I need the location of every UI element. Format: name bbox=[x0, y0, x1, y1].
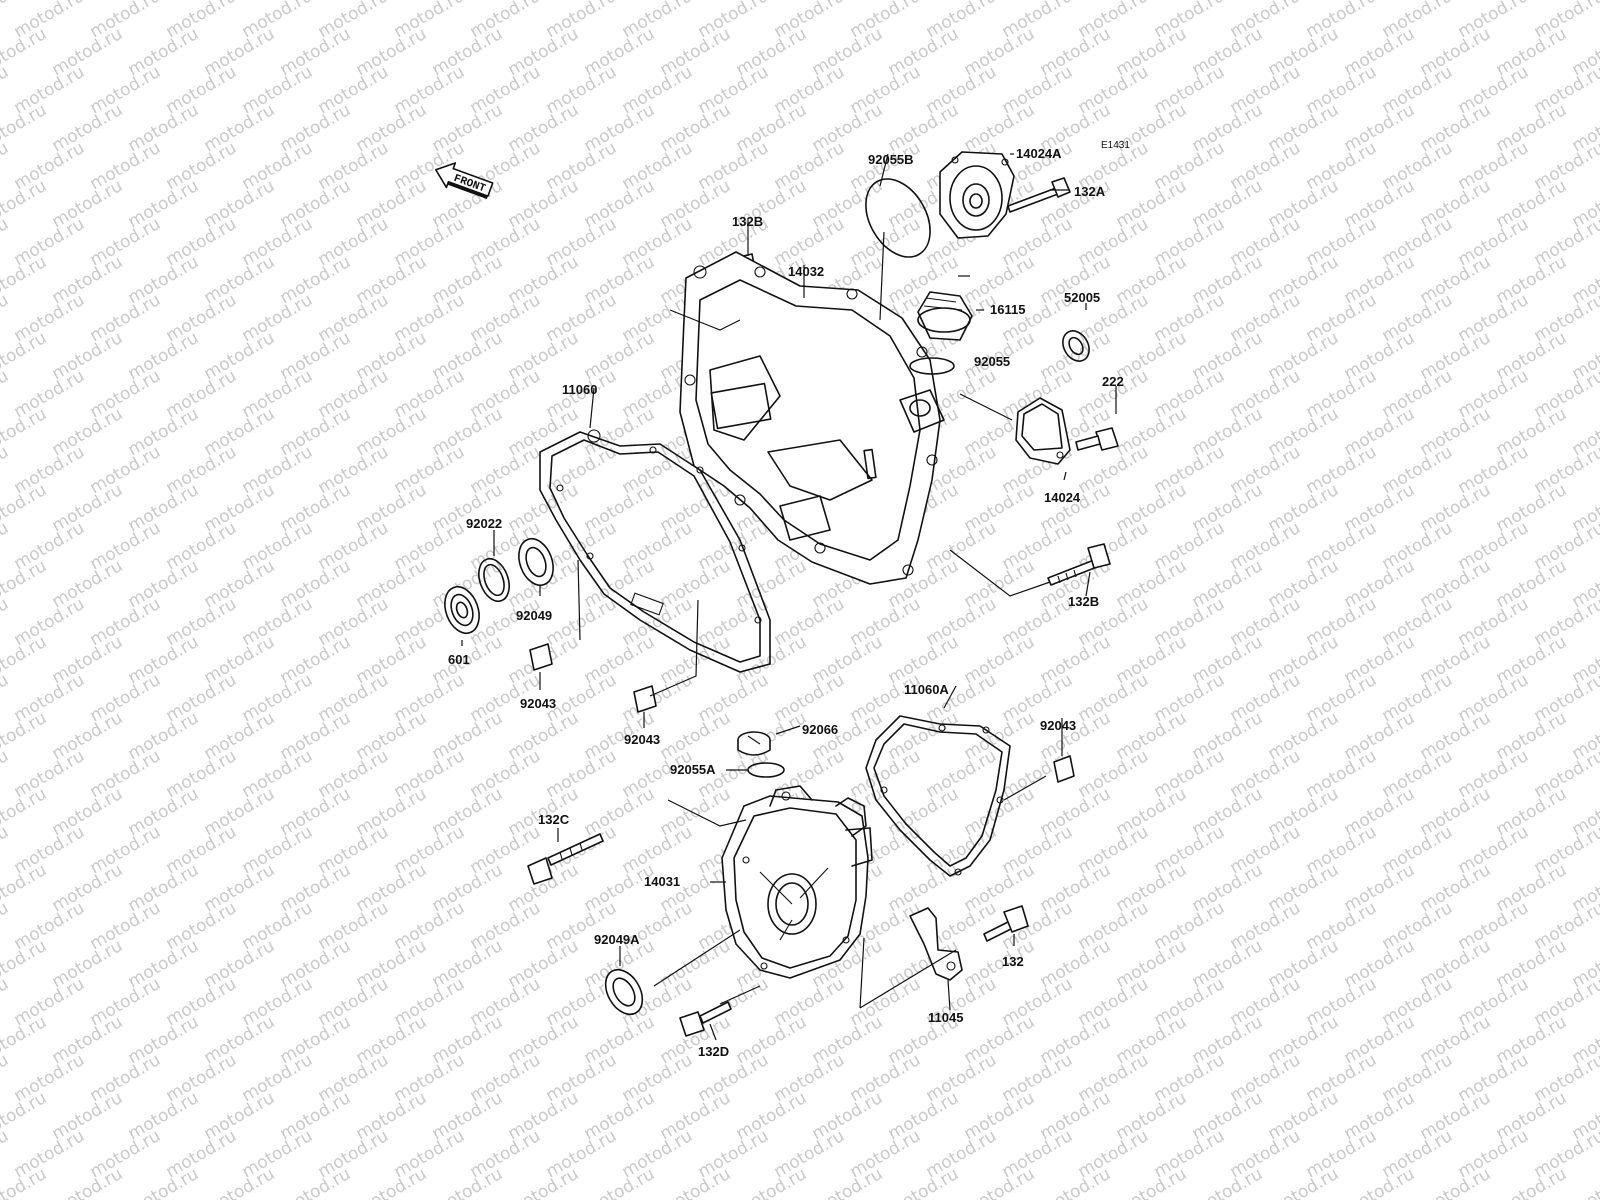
watermark-text: motod.ru bbox=[581, 1164, 659, 1200]
label-92066: 92066 bbox=[802, 722, 838, 737]
label-92043-c: 92043 bbox=[1040, 718, 1076, 733]
watermark-text: motod.ru bbox=[1341, 1164, 1419, 1200]
part-labels: 92055B 14024A 132A 132B 14032 16115 5200… bbox=[448, 146, 1124, 1059]
part-132B-right-bolt bbox=[1047, 543, 1111, 586]
watermark-text: motod.ru bbox=[733, 1164, 811, 1200]
label-132D: 132D bbox=[698, 1044, 729, 1059]
label-92055B: 92055B bbox=[868, 152, 914, 167]
watermark-text: motod.ru bbox=[809, 1164, 887, 1200]
label-132B-right: 132B bbox=[1068, 594, 1099, 609]
part-92049-seal bbox=[518, 537, 554, 587]
part-11060-gasket bbox=[539, 429, 771, 673]
watermark-text: motod.ru bbox=[961, 1164, 1039, 1200]
watermark-text: motod.ru bbox=[0, 0, 12, 42]
label-132: 132 bbox=[1002, 954, 1024, 969]
watermark-text: motod.ru bbox=[353, 1164, 431, 1200]
watermark-text: motod.ru bbox=[1493, 1164, 1571, 1200]
label-11045: 11045 bbox=[928, 1010, 963, 1025]
part-52005-seal bbox=[1062, 330, 1090, 362]
label-11060A: 11060A bbox=[904, 682, 949, 697]
label-92049: 92049 bbox=[516, 608, 552, 623]
watermark-text: motod.ru bbox=[0, 62, 12, 118]
watermark-text: motod.ru bbox=[0, 138, 12, 194]
label-92022: 92022 bbox=[466, 516, 502, 531]
label-92055: 92055 bbox=[974, 354, 1010, 369]
part-132-bolt bbox=[983, 905, 1029, 942]
part-14032-clutch-cover bbox=[679, 251, 945, 585]
label-14031: 14031 bbox=[644, 874, 680, 889]
watermark-text: motod.ru bbox=[0, 1126, 12, 1182]
watermark-text: motod.ru bbox=[0, 442, 12, 498]
label-11060: 11060 bbox=[562, 382, 597, 397]
watermark-text: motod.ru bbox=[0, 366, 12, 422]
diagram-code: E1431 bbox=[1101, 140, 1130, 151]
label-222: 222 bbox=[1102, 374, 1124, 389]
watermark-text: motod.ru bbox=[201, 1164, 279, 1200]
part-92066-plug bbox=[737, 731, 771, 756]
label-52005: 52005 bbox=[1064, 290, 1100, 305]
leader-lines bbox=[461, 153, 1117, 1041]
watermark-text: motod.ru bbox=[885, 1164, 963, 1200]
part-14031-lower-cover bbox=[721, 785, 873, 979]
watermark-text: motod.ru bbox=[0, 214, 12, 270]
watermark-text: motod.ru bbox=[0, 670, 12, 726]
watermark-text: motod.ru bbox=[505, 1164, 583, 1200]
part-222-bolt bbox=[1075, 427, 1119, 451]
part-92055-oring bbox=[909, 357, 955, 375]
watermark-text: motod.ru bbox=[0, 974, 12, 1030]
watermark-text: motod.ru bbox=[1037, 1164, 1115, 1200]
watermark-text: motod.ru bbox=[0, 594, 12, 650]
part-11045-bracket bbox=[909, 907, 963, 981]
watermark-text: motod.ru bbox=[0, 518, 12, 574]
label-92043-b: 92043 bbox=[624, 732, 660, 747]
label-16115: 16115 bbox=[990, 302, 1025, 317]
watermark-text: motod.ru bbox=[125, 1164, 203, 1200]
watermark-text: motod.ru bbox=[0, 898, 12, 954]
watermark-text: motod.ru bbox=[0, 822, 12, 878]
label-601: 601 bbox=[448, 652, 470, 667]
label-132B-top: 132B bbox=[732, 214, 763, 229]
watermark-text: motod.ru bbox=[1189, 1164, 1267, 1200]
watermark-text: motod.ru bbox=[429, 1164, 507, 1200]
part-92049A-seal bbox=[604, 968, 644, 1016]
label-132A: 132A bbox=[1074, 184, 1106, 199]
watermark-text: motod.ru bbox=[1417, 1164, 1495, 1200]
part-132D-bolt bbox=[679, 1001, 732, 1037]
part-14024-cover bbox=[1015, 397, 1071, 465]
watermark-text: motod.ru bbox=[0, 746, 12, 802]
watermark-text: motod.ru bbox=[49, 1164, 127, 1200]
part-132A-bolt bbox=[1007, 177, 1071, 213]
watermark-text: motod.ru bbox=[277, 1164, 355, 1200]
label-132C: 132C bbox=[538, 812, 570, 827]
part-92043-dowel-b bbox=[633, 685, 657, 713]
part-11060A-gasket bbox=[865, 715, 1011, 877]
label-14032: 14032 bbox=[788, 264, 824, 279]
label-14024: 14024 bbox=[1044, 490, 1081, 505]
label-92043-a: 92043 bbox=[520, 696, 556, 711]
label-92049A: 92049A bbox=[594, 932, 640, 947]
part-601-bearing bbox=[444, 585, 480, 635]
label-14024A: 14024A bbox=[1016, 146, 1062, 161]
part-92022-washer bbox=[478, 557, 510, 603]
watermark-text: motod.ru bbox=[1265, 1164, 1343, 1200]
label-92055A: 92055A bbox=[670, 762, 716, 777]
part-132C-bolt bbox=[527, 833, 604, 885]
watermark-text: motod.ru bbox=[1569, 1164, 1600, 1200]
watermark-text: motod.ru bbox=[1113, 1164, 1191, 1200]
part-92043-dowel-a bbox=[529, 643, 553, 671]
part-16115-plug bbox=[917, 291, 973, 341]
watermark-text: motod.ru bbox=[0, 1050, 12, 1106]
watermark-text: motod.ru bbox=[0, 290, 12, 346]
part-14024A-cap bbox=[939, 151, 1015, 239]
part-92055B-oring bbox=[865, 178, 931, 258]
watermark-text: motod.ru bbox=[657, 1164, 735, 1200]
part-92043-dowel-c bbox=[1053, 755, 1075, 783]
